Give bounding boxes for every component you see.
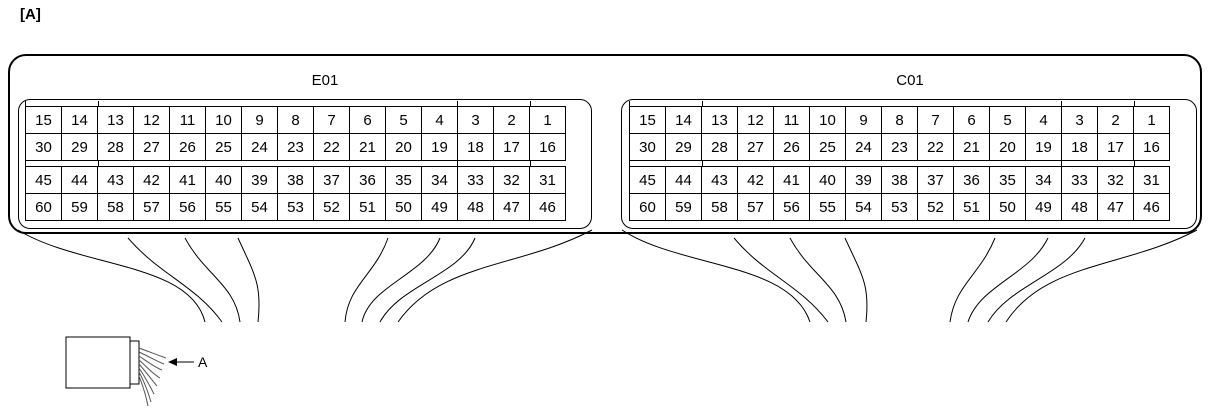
pin-cell: 16 [529, 133, 566, 161]
connector-title-e01: E01 [311, 72, 339, 89]
pin-cell: 16 [1133, 133, 1170, 161]
figure-label: [A] [20, 6, 41, 23]
callout-label-a: A [198, 354, 208, 370]
wire-lines-c01 [621, 229, 1198, 323]
connector-block-c01 [621, 99, 1197, 229]
connector-block-e01 [18, 99, 592, 229]
key-notch [1061, 101, 1135, 107]
harness-connector-icon [65, 336, 194, 407]
pin-cell: 46 [1133, 193, 1170, 221]
key-notch [25, 161, 99, 167]
key-notch [457, 101, 531, 107]
key-notch [629, 101, 703, 107]
connector-title-c01: C01 [896, 72, 924, 89]
key-notch [1061, 161, 1135, 167]
connector-housing [8, 54, 1202, 234]
key-notch [629, 161, 703, 167]
key-notch [25, 101, 99, 107]
key-notch [457, 161, 531, 167]
pin-cell: 46 [529, 193, 566, 221]
wire-lines-e01 [17, 229, 593, 323]
